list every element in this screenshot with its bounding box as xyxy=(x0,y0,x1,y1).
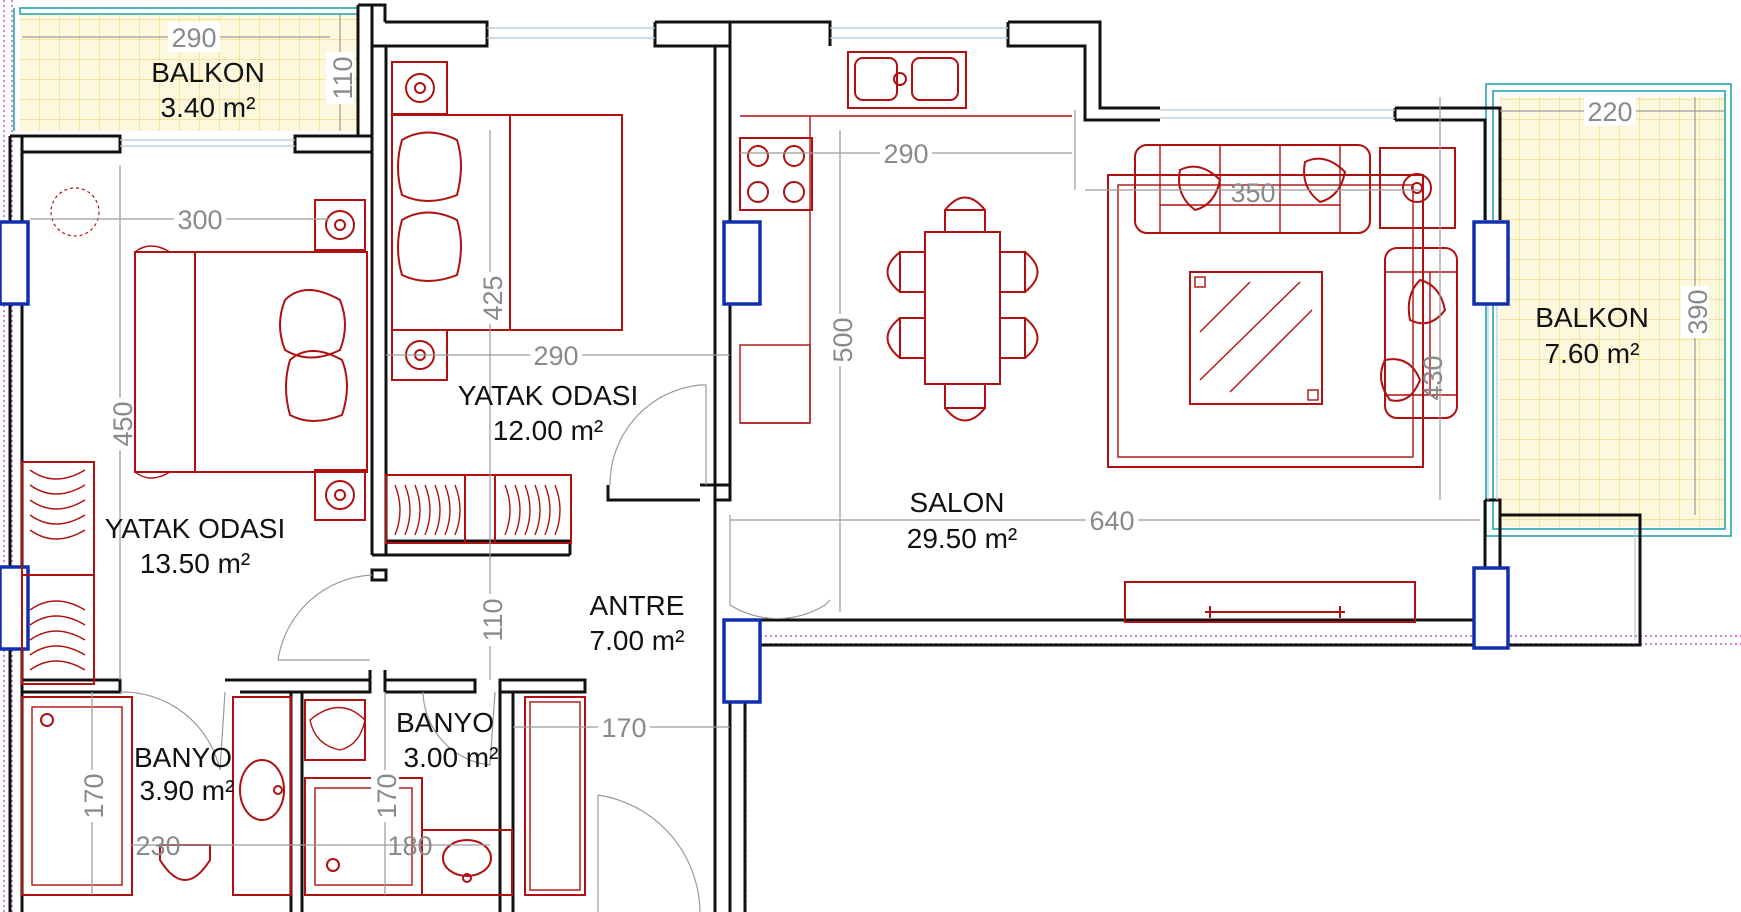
room-area-antre: 7.00 m² xyxy=(590,625,685,656)
columns xyxy=(0,220,1510,704)
room-area-salon: 29.50 m² xyxy=(907,523,1018,554)
bathroom-fixtures xyxy=(21,696,586,896)
boundary-lines xyxy=(3,0,1741,912)
dim-banyo-right-depth: 170 xyxy=(372,773,402,818)
dim-banyo-left-depth: 170 xyxy=(79,773,109,818)
dimension-labels: 290 110 300 450 425 290 290 500 350 640 … xyxy=(78,22,1713,861)
dim-balkon-large-width: 220 xyxy=(1587,97,1632,127)
dim-kitchen-width: 290 xyxy=(883,139,928,169)
dim-antre-width: 170 xyxy=(601,713,646,743)
salon-furniture xyxy=(1107,144,1458,623)
dim-sofa-width: 350 xyxy=(1230,178,1275,208)
dim-yatak-mid-width: 290 xyxy=(533,341,578,371)
dim-banyo-left-width: 230 xyxy=(135,831,180,861)
room-name-banyo-left: BANYO xyxy=(134,742,232,773)
kitchen-furniture xyxy=(739,51,1072,424)
bedroom-large-furniture xyxy=(21,187,368,685)
dim-balkon-small-width: 290 xyxy=(171,23,216,53)
room-area-balkon-small: 3.40 m² xyxy=(161,92,256,123)
room-area-balkon-large: 7.60 m² xyxy=(1545,338,1640,369)
dim-salon-depth: 500 xyxy=(828,317,858,362)
dim-balkon-large-depth: 390 xyxy=(1683,289,1713,334)
dim-salon-width: 640 xyxy=(1089,506,1134,536)
windows xyxy=(120,27,1636,640)
walls xyxy=(8,3,1642,912)
dim-salon-side: 430 xyxy=(1418,355,1448,400)
room-name-yatak-mid: YATAK ODASI xyxy=(458,380,638,411)
dim-yatak-mid-depth: 425 xyxy=(478,275,508,320)
room-area-yatak-large: 13.50 m² xyxy=(140,548,251,579)
dim-yatak-large-width: 300 xyxy=(177,205,222,235)
room-area-yatak-mid: 12.00 m² xyxy=(493,415,604,446)
room-name-balkon-small: BALKON xyxy=(151,57,265,88)
room-name-salon: SALON xyxy=(910,487,1005,518)
room-name-balkon-large: BALKON xyxy=(1535,302,1649,333)
doors xyxy=(119,384,831,912)
room-name-antre: ANTRE xyxy=(590,590,685,621)
room-name-banyo-right: BANYO xyxy=(396,707,494,738)
room-name-yatak-large: YATAK ODASI xyxy=(105,513,285,544)
dim-banyo-right-width: 180 xyxy=(387,831,432,861)
dim-antre-gap: 110 xyxy=(478,598,508,641)
room-labels: BALKON 3.40 m² YATAK ODASI 13.50 m² YATA… xyxy=(105,57,1649,806)
room-area-banyo-right: 3.00 m² xyxy=(404,742,499,773)
dim-balkon-small-depth: 110 xyxy=(328,56,358,99)
dim-yatak-large-depth: 450 xyxy=(108,401,138,446)
room-area-banyo-left: 3.90 m² xyxy=(140,775,235,806)
